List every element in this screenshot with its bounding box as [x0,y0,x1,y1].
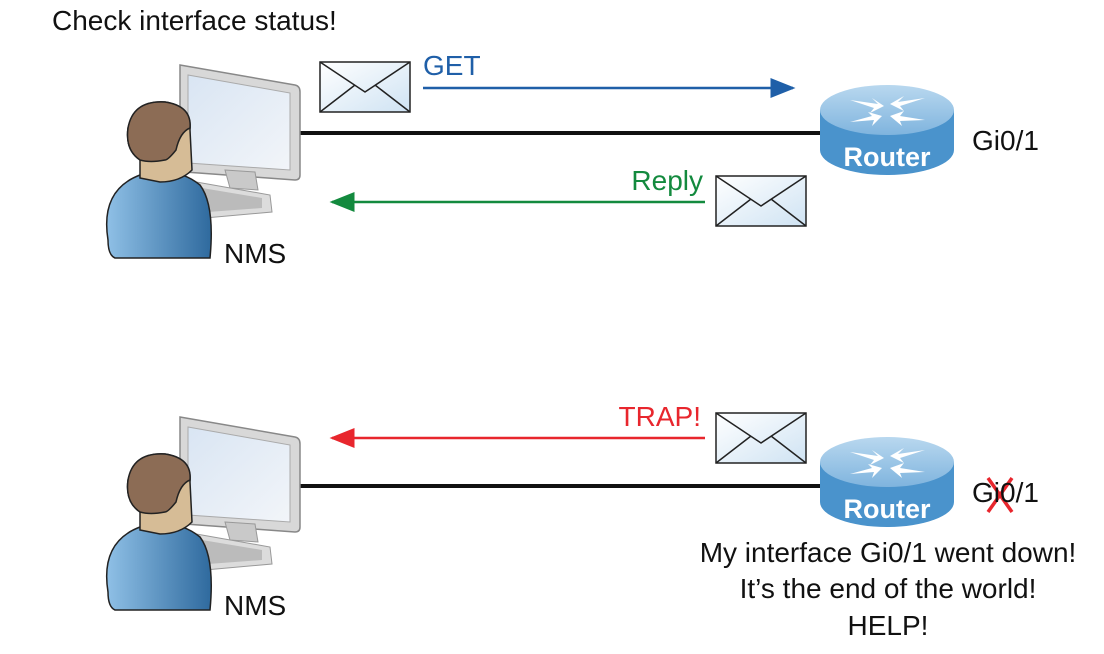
caption-text: Check interface status! [52,5,337,36]
get-label: GET [423,50,481,81]
interface-label: Gi0/1 [972,125,1039,156]
router-label: Router [844,142,931,172]
nms-computer-icon [105,64,301,259]
interface-label: Gi0/1 [972,477,1039,508]
envelope-icon [715,412,807,464]
interface-down-x-icon [986,476,1014,514]
message-line-1: My interface Gi0/1 went down! [700,537,1077,568]
envelope-icon [319,61,411,113]
nms-computer-icon [105,416,301,611]
envelope-icon [715,175,807,227]
trap-label: TRAP! [619,401,701,432]
nms-label: NMS [224,238,286,269]
message-line-2: It’s the end of the world! [740,573,1037,604]
message-line-3: HELP! [848,610,929,641]
reply-label: Reply [631,165,703,196]
router-label: Router [844,494,931,524]
nms-label: NMS [224,590,286,621]
